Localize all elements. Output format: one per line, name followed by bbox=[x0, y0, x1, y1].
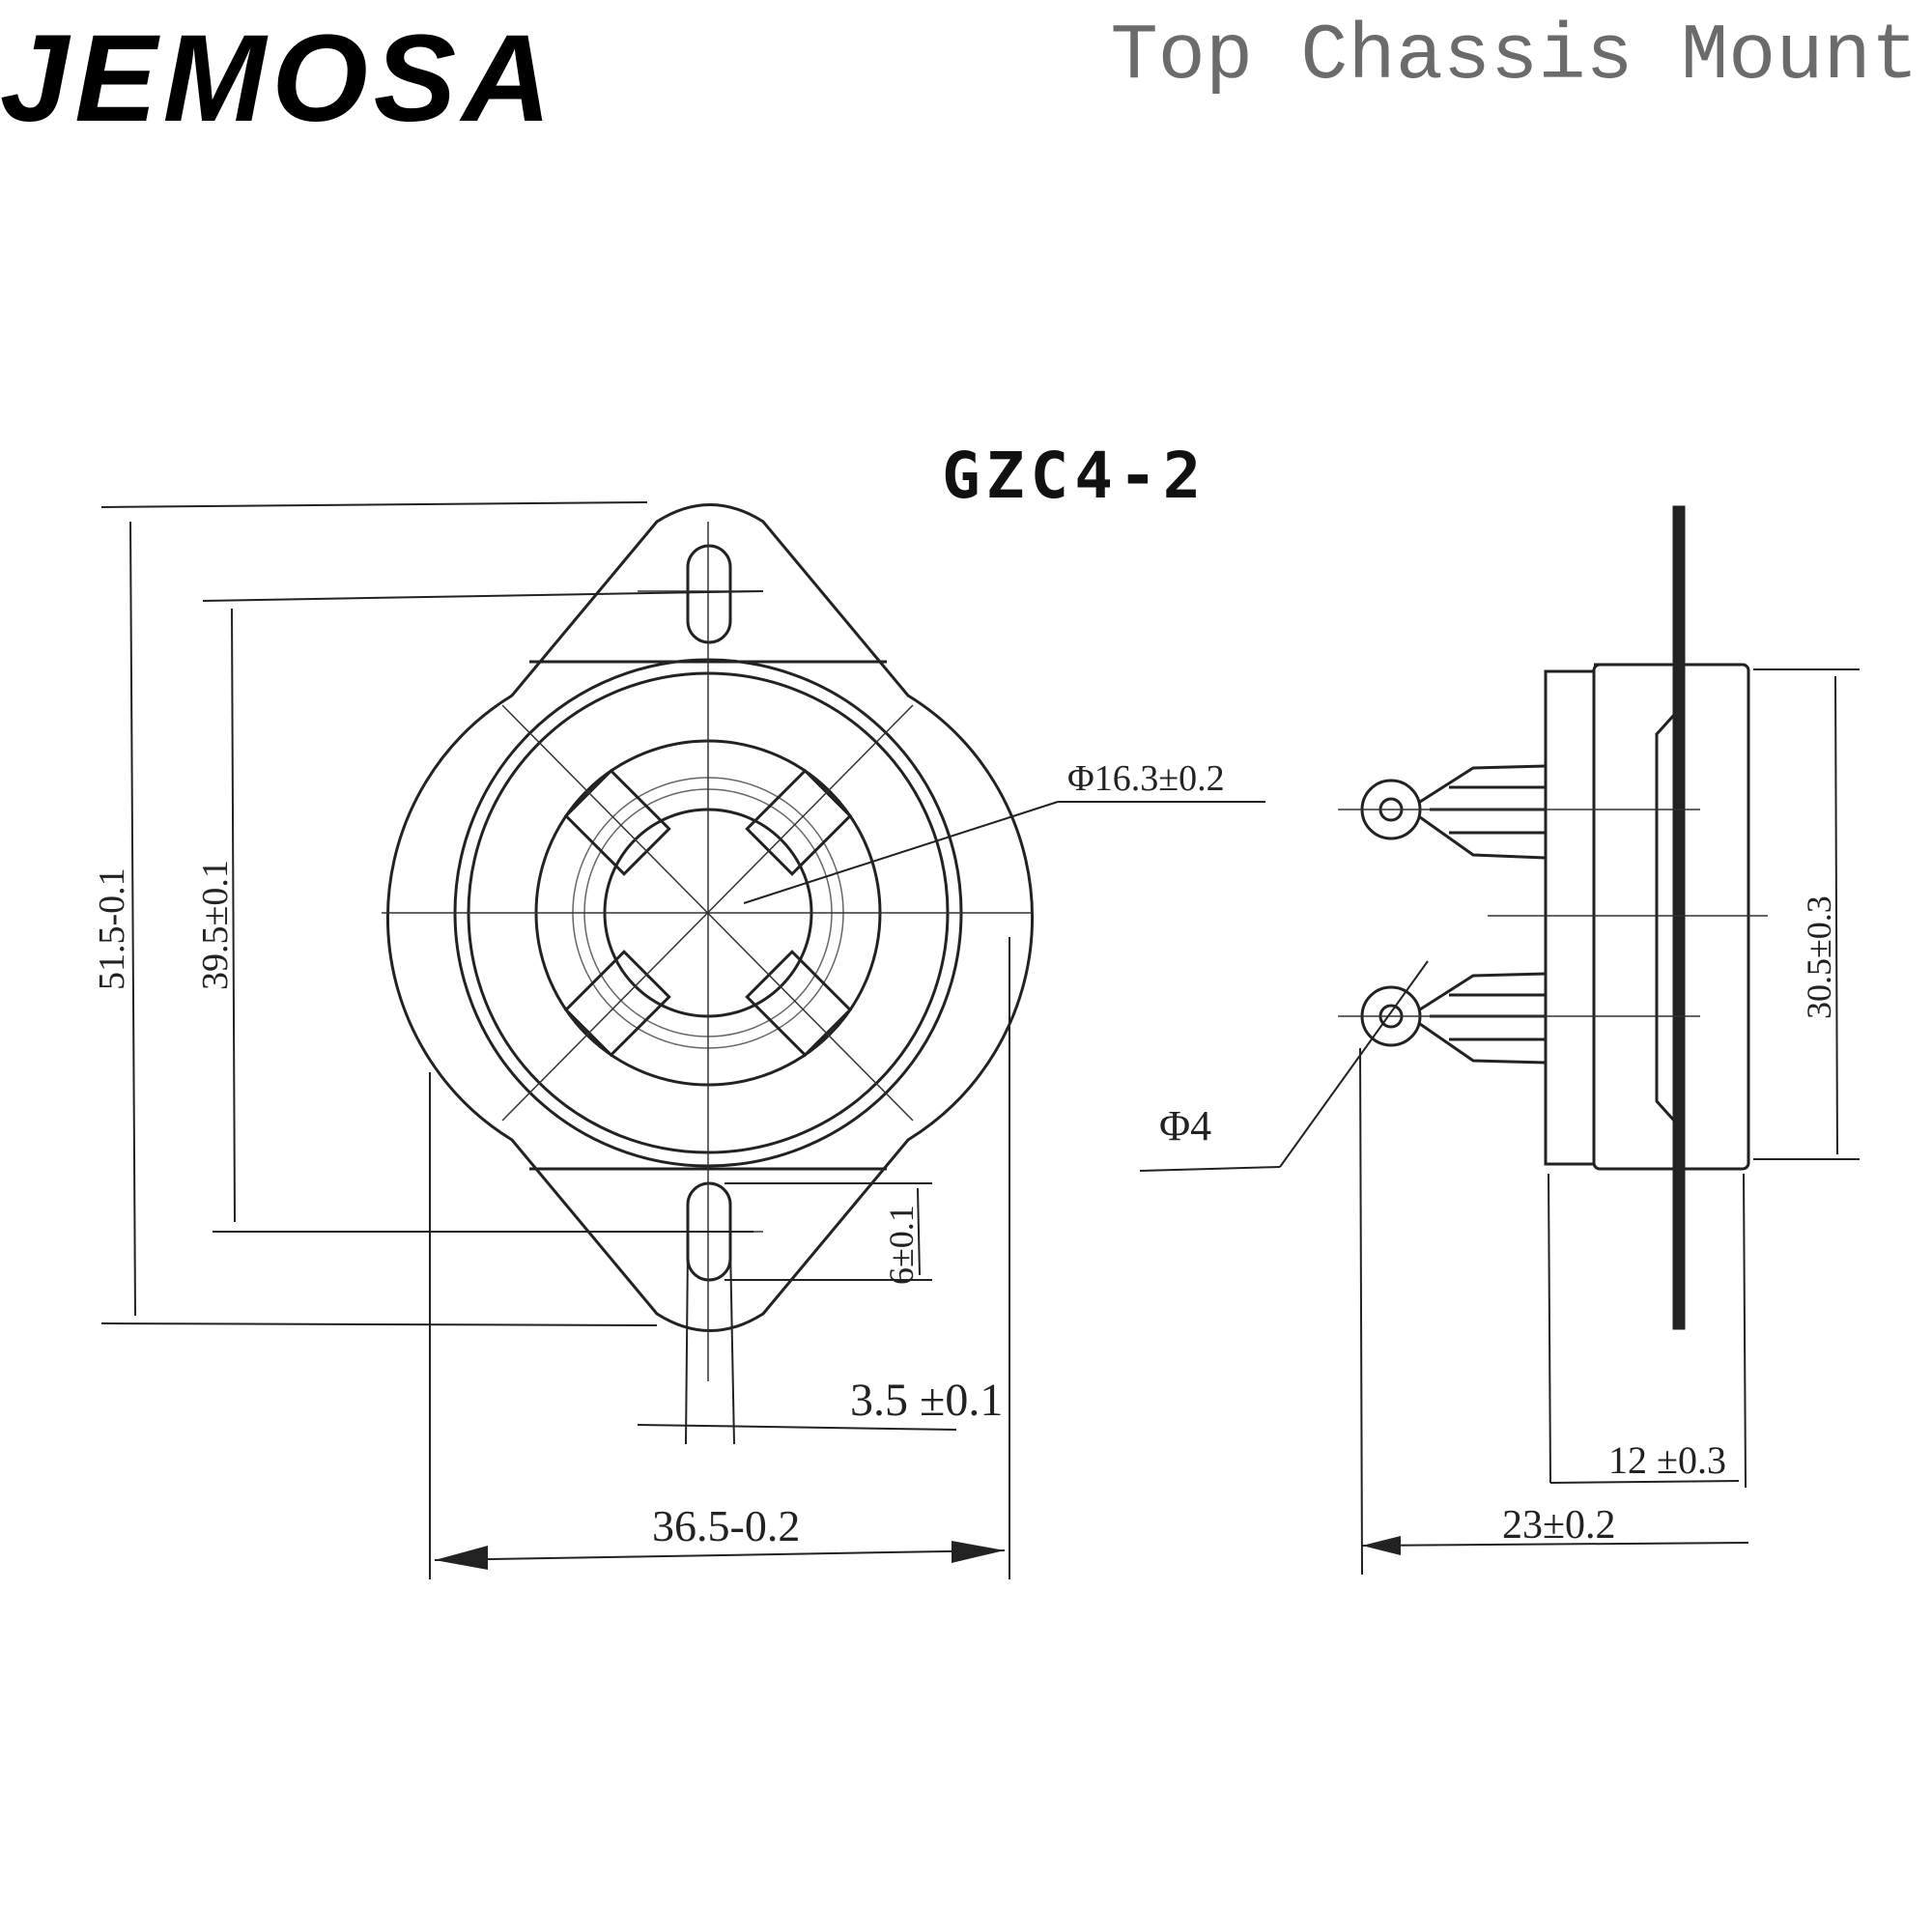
terminal-leg-lower bbox=[1419, 972, 1547, 1065]
terminal-leg-upper bbox=[1419, 764, 1547, 860]
dim-terminal-hole: Φ4 bbox=[1159, 1102, 1211, 1150]
mount-plate bbox=[1672, 505, 1686, 1330]
dim-bore-diameter: Φ16.3±0.2 bbox=[1067, 758, 1225, 799]
dim-slot-width: 3.5 ±0.1 bbox=[850, 1375, 1003, 1426]
side-dimension-lines bbox=[1139, 668, 1860, 1576]
flange-outline bbox=[386, 503, 1034, 1332]
side-body-front bbox=[1592, 663, 1750, 1171]
front-dimension-lines bbox=[100, 501, 1265, 1579]
side-view bbox=[1360, 505, 1750, 1330]
dim-total-depth: 23±0.2 bbox=[1502, 1503, 1616, 1548]
model-label: GZC4-2 bbox=[942, 439, 1207, 513]
dim-slot-length: 6±0.1 bbox=[882, 1205, 921, 1285]
side-body-back bbox=[1544, 669, 1596, 1166]
side-dimension-arrows bbox=[1362, 1536, 1401, 1555]
side-centerlines bbox=[1338, 809, 1768, 1017]
dim-body-height: 30.5±0.3 bbox=[1800, 895, 1838, 1019]
dim-flange-depth: 12 ±0.3 bbox=[1608, 1438, 1726, 1482]
mount-slot-top bbox=[686, 544, 732, 644]
page-subtitle: Top Chassis Mount bbox=[1110, 12, 1918, 101]
dim-body-width: 36.5-0.2 bbox=[652, 1501, 800, 1550]
dim-hole-spacing: 39.5±0.1 bbox=[195, 860, 236, 990]
front-centerlines bbox=[382, 522, 1034, 1381]
pin-contact-nw bbox=[745, 768, 853, 876]
pin-contact-sw bbox=[745, 950, 853, 1058]
dim-overall-height: 51.5-0.1 bbox=[92, 867, 132, 990]
front-view bbox=[386, 503, 1034, 1332]
side-body-lip bbox=[1594, 663, 1676, 1169]
front-dimension-arrows bbox=[435, 1541, 1005, 1570]
brand-logo: JEMOSA bbox=[0, 10, 557, 148]
